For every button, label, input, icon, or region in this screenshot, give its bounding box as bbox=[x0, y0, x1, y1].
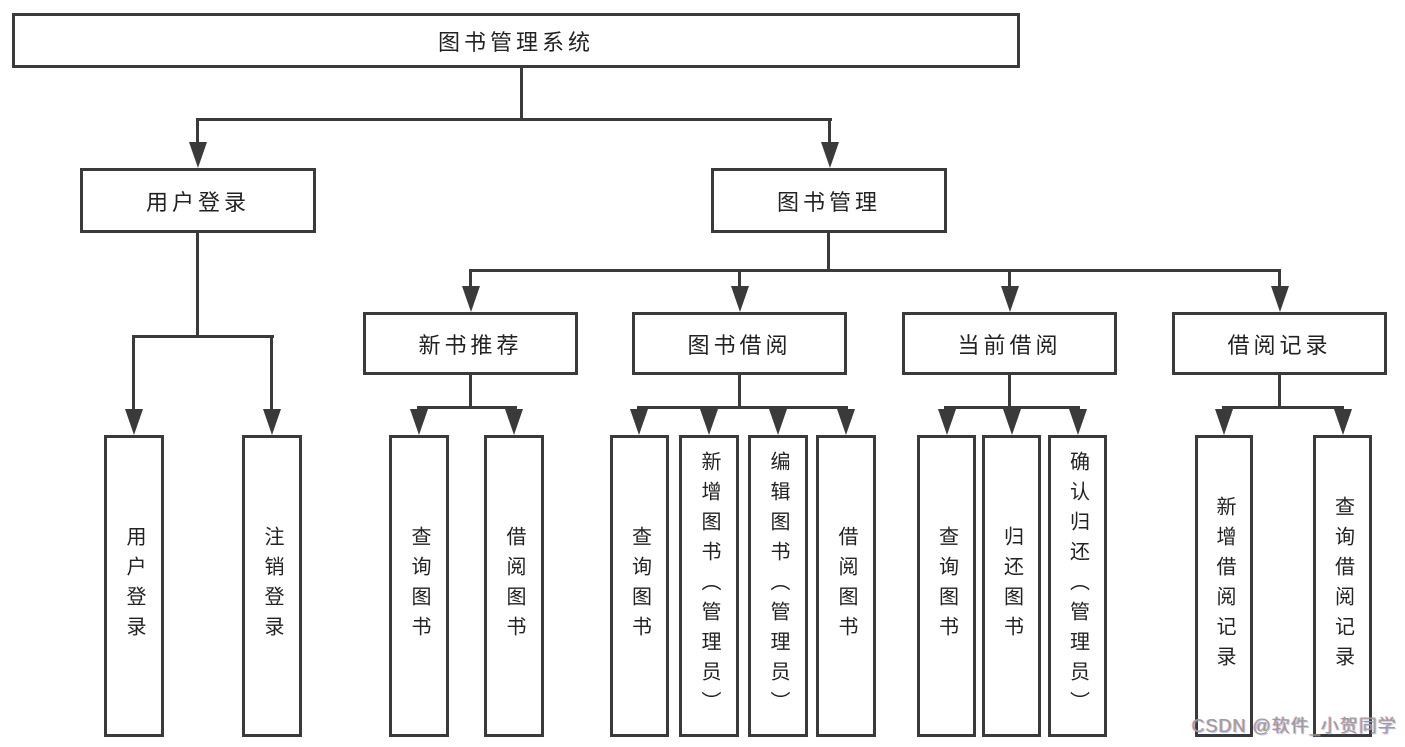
leaf-borrow-books-recommend: 借阅图书 bbox=[484, 435, 544, 737]
connector-line bbox=[469, 269, 1281, 272]
arrow-down-icon bbox=[938, 409, 956, 435]
arrow-down-icon bbox=[1334, 409, 1352, 435]
connector-line bbox=[469, 269, 472, 289]
arrow-down-icon bbox=[410, 409, 428, 435]
node-root-library-system: 图书管理系统 bbox=[12, 13, 1020, 68]
connector-line bbox=[738, 269, 741, 289]
leaf-borrow-books-borrowing: 借阅图书 bbox=[816, 435, 876, 737]
leaf-edit-book-admin: 编辑图书（管理员） bbox=[748, 435, 808, 737]
node-borrowing-records: 借阅记录 bbox=[1172, 312, 1387, 375]
connector-line bbox=[828, 118, 831, 148]
leaf-logout: 注销登录 bbox=[242, 435, 302, 737]
arrow-down-icon bbox=[700, 409, 718, 435]
arrow-down-icon bbox=[1003, 409, 1021, 435]
arrow-down-icon bbox=[125, 409, 143, 435]
arrow-down-icon bbox=[731, 286, 749, 312]
leaf-query-books-recommend: 查询图书 bbox=[389, 435, 449, 737]
connector-line bbox=[944, 406, 1080, 409]
node-new-book-recommendation: 新书推荐 bbox=[363, 312, 578, 375]
csdn-watermark: CSDN @软件_小贺同学 bbox=[1191, 716, 1397, 736]
connector-line bbox=[637, 406, 848, 409]
leaf-return-books: 归还图书 bbox=[982, 435, 1041, 737]
arrow-down-icon bbox=[821, 142, 839, 168]
arrow-down-icon bbox=[462, 286, 480, 312]
connector-line bbox=[520, 67, 523, 121]
connector-line bbox=[196, 118, 199, 148]
connector-line bbox=[132, 335, 274, 338]
connector-line bbox=[132, 335, 135, 413]
connector-line bbox=[469, 375, 472, 409]
arrow-down-icon bbox=[837, 409, 855, 435]
connector-line bbox=[1222, 406, 1344, 409]
connector-line bbox=[1278, 375, 1281, 409]
arrow-down-icon bbox=[263, 409, 281, 435]
arrow-down-icon bbox=[505, 409, 523, 435]
leaf-query-books-borrowing: 查询图书 bbox=[610, 435, 669, 737]
arrow-down-icon bbox=[1271, 286, 1289, 312]
connector-line bbox=[738, 375, 741, 409]
connector-line bbox=[270, 335, 273, 413]
arrow-down-icon bbox=[769, 409, 787, 435]
leaf-add-book-admin: 新增图书（管理员） bbox=[679, 435, 739, 737]
connector-line bbox=[196, 118, 832, 121]
node-user-login: 用户登录 bbox=[80, 168, 316, 233]
node-book-management: 图书管理 bbox=[711, 168, 947, 233]
leaf-query-borrow-record: 查询借阅记录 bbox=[1313, 435, 1372, 737]
connector-line bbox=[196, 233, 199, 337]
node-current-borrowing: 当前借阅 bbox=[902, 312, 1117, 375]
connector-line bbox=[417, 406, 517, 409]
connector-line bbox=[1278, 269, 1281, 289]
node-book-borrowing: 图书借阅 bbox=[632, 312, 847, 375]
arrow-down-icon bbox=[630, 409, 648, 435]
connector-line bbox=[1008, 269, 1011, 289]
arrow-down-icon bbox=[1001, 286, 1019, 312]
leaf-confirm-return-admin: 确认归还（管理员） bbox=[1048, 435, 1107, 737]
leaf-user-login: 用户登录 bbox=[104, 435, 164, 737]
leaf-query-books-current: 查询图书 bbox=[917, 435, 976, 737]
leaf-add-borrow-record: 新增借阅记录 bbox=[1195, 435, 1253, 737]
arrow-down-icon bbox=[189, 142, 207, 168]
connector-line bbox=[1008, 375, 1011, 409]
arrow-down-icon bbox=[1215, 409, 1233, 435]
connector-line bbox=[827, 233, 830, 271]
arrow-down-icon bbox=[1069, 409, 1087, 435]
